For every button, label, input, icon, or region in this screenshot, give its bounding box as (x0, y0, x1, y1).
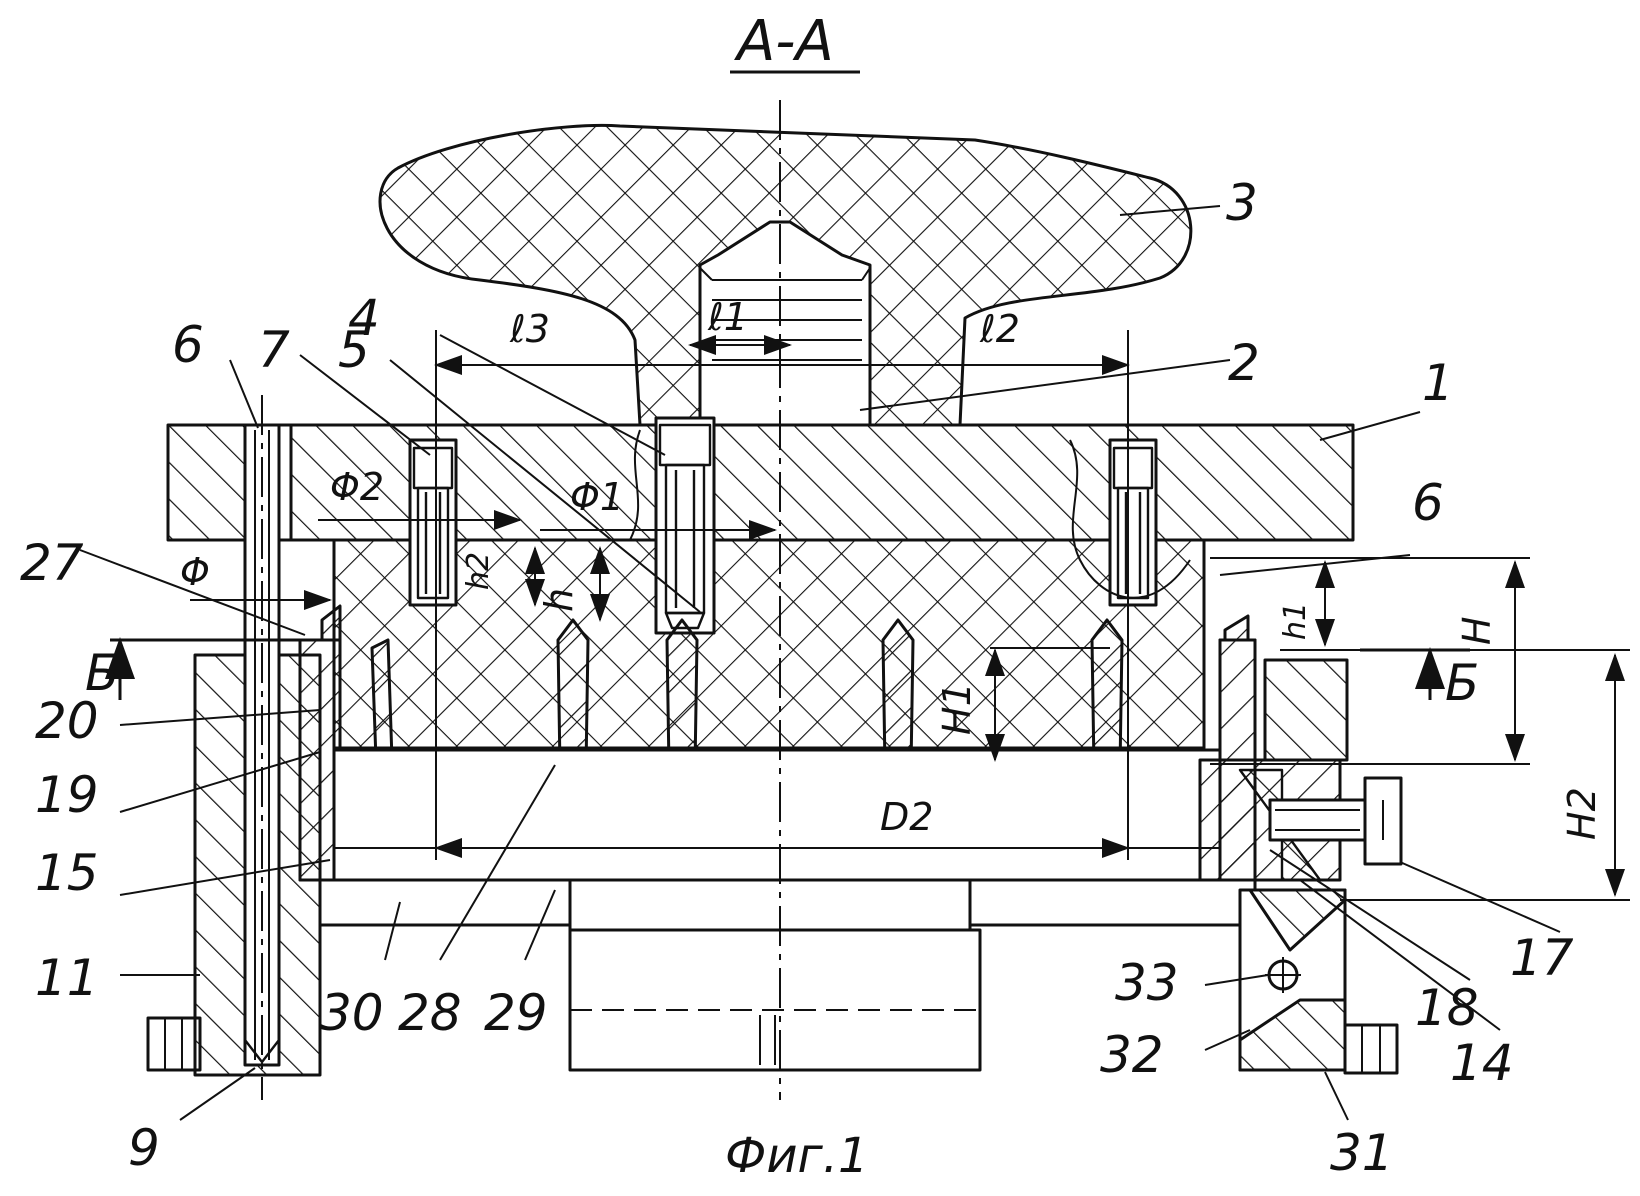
label-32: 32 (1100, 1026, 1164, 1084)
dim-h1: h1 (1278, 602, 1313, 640)
label-9: 9 (128, 1119, 160, 1177)
section-title: A-A (734, 9, 834, 74)
label-7: 7 (258, 321, 290, 379)
label-14: 14 (1450, 1034, 1514, 1092)
label-31: 31 (1330, 1124, 1394, 1182)
dim-l2: ℓ2 (979, 307, 1020, 351)
dim-H1: H1 (935, 682, 979, 735)
label-2: 2 (1228, 334, 1260, 392)
label-30: 30 (320, 984, 384, 1042)
dim-H2: H2 (1560, 787, 1604, 840)
figure-caption: Фиг.1 (725, 1128, 869, 1184)
label-19: 19 (35, 766, 99, 824)
label-5: 5 (338, 321, 370, 379)
foot-right (1345, 1025, 1397, 1073)
dim-phi1: Φ1 (570, 475, 624, 519)
label-15: 15 (35, 844, 99, 902)
label-18: 18 (1415, 979, 1479, 1037)
dim-H: H (1455, 616, 1499, 645)
section-mark-right: Б (1445, 654, 1479, 712)
top-right-block (1265, 660, 1347, 760)
label-3: 3 (1226, 174, 1258, 232)
dim-phi: Φ (180, 550, 210, 594)
label-8: 6 (172, 316, 204, 374)
label-6: 6 (1412, 474, 1444, 532)
label-1: 1 (1422, 354, 1454, 412)
lower-block (570, 880, 970, 930)
label-11: 11 (35, 949, 99, 1007)
label-29: 29 (484, 984, 548, 1042)
label-27: 27 (20, 534, 84, 592)
label-33: 33 (1115, 954, 1179, 1012)
dim-l3: ℓ3 (509, 307, 550, 351)
dim-h: h (537, 588, 581, 612)
dim-l1: ℓ1 (707, 295, 748, 339)
dim-h2: h2 (461, 552, 496, 590)
section-mark-left: Б (85, 644, 119, 702)
foot-left (148, 1018, 200, 1070)
dim-D2: D2 (880, 795, 933, 839)
label-17: 17 (1510, 929, 1574, 987)
label-28: 28 (398, 984, 462, 1042)
dim-phi2: Φ2 (330, 465, 384, 509)
